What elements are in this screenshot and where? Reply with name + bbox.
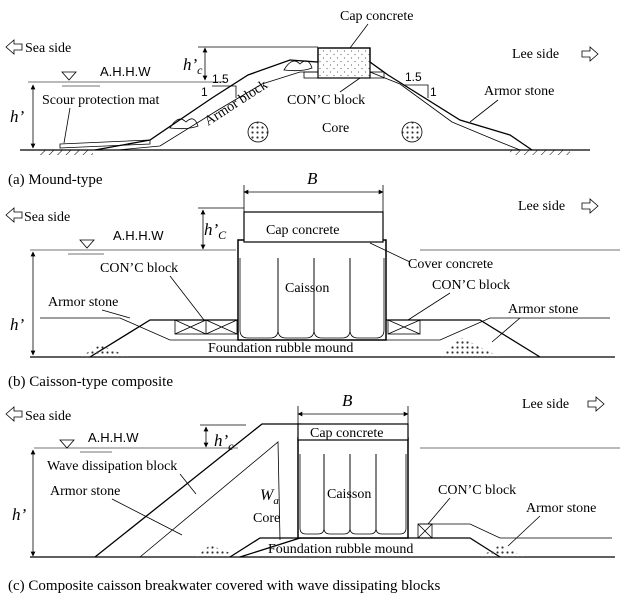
rubble-toe-right	[440, 337, 500, 357]
sea-side-arrow-icon	[5, 207, 23, 223]
conc-block-left-label: CON’C block	[100, 261, 178, 276]
wave-block-label: Wave dissipation block	[47, 459, 177, 474]
conc-block-label: CON’C block	[287, 93, 365, 108]
caisson-body	[237, 239, 387, 341]
armor-stone-left-label: Armor stone	[50, 484, 120, 499]
lee-side-arrow-icon	[587, 396, 605, 412]
water-level-icon	[61, 71, 77, 81]
armor-stone-layer	[117, 71, 521, 151]
w-label: Wa	[260, 487, 279, 507]
panel-a-caption: (a) Mound-type	[8, 172, 103, 188]
h-prime-label: h’	[10, 107, 25, 126]
rubble-toe-left	[80, 345, 130, 357]
rubble-toe-right	[480, 545, 525, 557]
scour-mat	[59, 139, 151, 149]
conc-block-right	[417, 523, 433, 539]
cap-concrete-block	[297, 423, 409, 441]
cap-concrete-label: Cap concrete	[266, 223, 339, 238]
sea-side-arrow-icon	[5, 406, 23, 422]
cap-concrete-label: Cap concrete	[310, 426, 383, 441]
core-label: Core	[322, 121, 349, 136]
slope-left-ratio: 1.5	[212, 72, 229, 86]
sea-side-label: Sea side	[24, 210, 70, 225]
conc-block-right	[387, 319, 421, 335]
lee-side-arrow-icon	[581, 46, 599, 62]
b-label: B	[307, 169, 318, 188]
conc-block-right-label: CON’C block	[432, 278, 510, 293]
sea-side-label: Sea side	[25, 409, 71, 424]
cap-concrete-label: Cap concrete	[340, 9, 413, 24]
lee-side-label: Lee side	[518, 199, 565, 214]
caisson-label: Caisson	[285, 281, 329, 296]
armor-stone-label: Armor stone	[484, 84, 554, 99]
lee-side-label: Lee side	[522, 397, 569, 412]
caisson-cells	[299, 454, 407, 535]
water-level-icon	[59, 439, 75, 449]
panel-b-caption: (b) Caisson-type composite	[8, 374, 173, 390]
b-label: B	[342, 391, 353, 410]
water-level-icon	[79, 239, 95, 249]
h-prime-label: h’	[10, 315, 25, 334]
h-prime-c-label: h’C	[204, 220, 227, 242]
seabed-hatch-right	[510, 150, 570, 155]
armor-block-icon	[169, 118, 199, 130]
rubble-toe-left	[196, 545, 240, 557]
panel-a: Sea side Lee side A.H.H.W h’ h’c Cap con…	[5, 9, 599, 188]
ahhw-label: A.H.H.W	[100, 64, 151, 79]
panel-c-caption: (c) Composite caisson breakwater covered…	[8, 578, 441, 594]
armor-stone-right-label: Armor stone	[526, 501, 596, 516]
cover-concrete-label: Cover concrete	[408, 257, 493, 272]
caisson-body	[297, 437, 409, 539]
lee-side-label: Lee side	[512, 47, 559, 62]
ahhw-label: A.H.H.W	[113, 228, 164, 243]
seabed-hatch-left	[38, 150, 93, 155]
conc-block-left	[174, 319, 238, 335]
h-prime-c-label: h’c	[183, 55, 203, 77]
foundation-label: Foundation rubble mound	[268, 542, 413, 557]
scour-mat-label: Scour protection mat	[42, 93, 160, 108]
ahhw-label: A.H.H.W	[88, 430, 139, 445]
caisson-cells	[239, 258, 385, 339]
rubble-icon	[247, 121, 269, 143]
conc-block-label: CON’C block	[438, 483, 516, 498]
sea-side-label: Sea side	[25, 41, 71, 56]
slope-left-unit: 1	[201, 85, 208, 99]
slope-right-ratio: 1.5	[405, 70, 422, 84]
cap-concrete-block	[243, 211, 384, 243]
lee-side-arrow-icon	[581, 198, 599, 214]
core-label: Core	[253, 511, 280, 526]
sea-side-arrow-icon	[5, 39, 23, 55]
h-prime-c-label: h’c	[214, 431, 234, 453]
foundation-label: Foundation rubble mound	[208, 341, 353, 356]
slope-right-unit: 1	[430, 85, 437, 99]
armor-stone-right-label: Armor stone	[508, 302, 578, 317]
panel-b: Sea side Lee side A.H.H.W B h’C h’	[5, 169, 620, 390]
armor-stone-left-label: Armor stone	[48, 295, 118, 310]
caisson-label: Caisson	[327, 487, 371, 502]
cap-concrete-block	[317, 47, 371, 79]
h-prime-label: h’	[12, 505, 27, 524]
panel-c: Sea side Lee side A.H.H.W B h’c h’	[5, 391, 620, 594]
